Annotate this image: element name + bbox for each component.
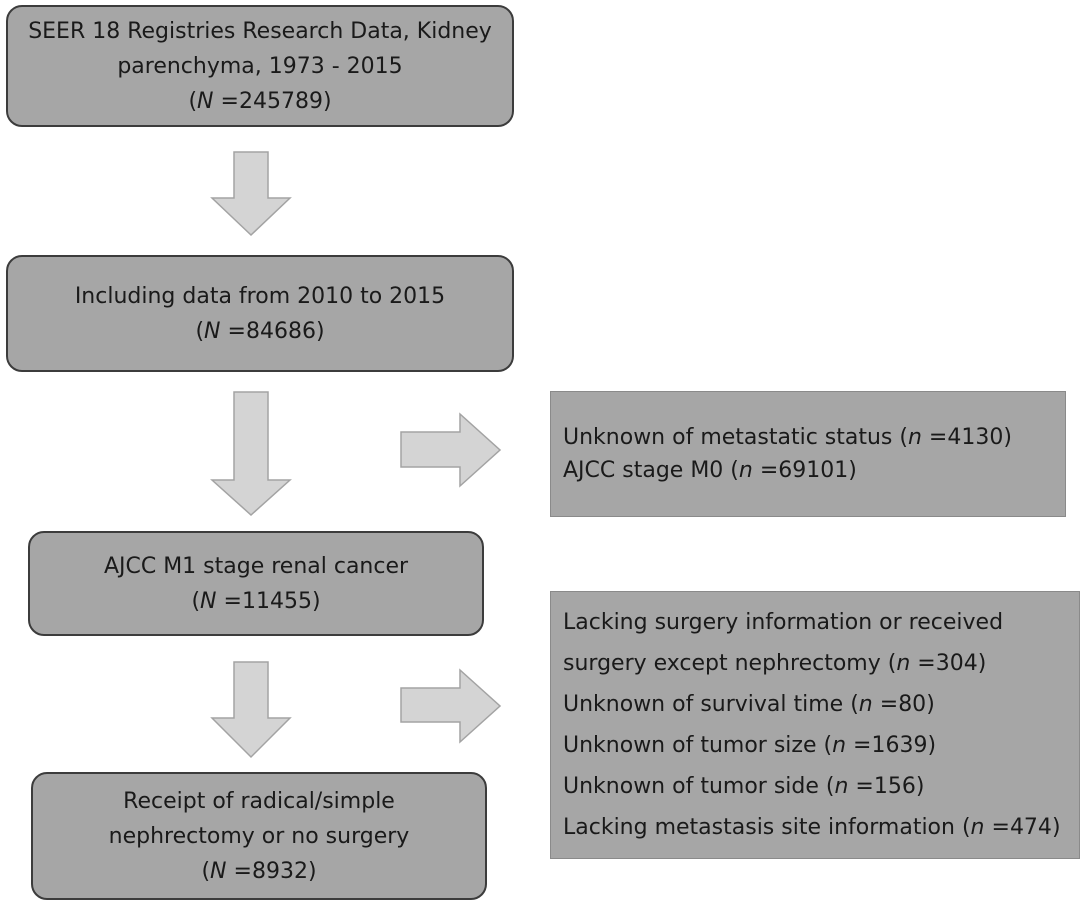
final-cohort-box: Receipt of radical/simple nephrectomy or… — [31, 772, 487, 900]
down-arrow-2 — [210, 391, 292, 517]
exclusion-lead: Lacking surgery information or received — [563, 610, 1004, 635]
final-cohort-line-2: nephrectomy or no surgery — [108, 823, 410, 849]
exclusion-item: AJCC stage M0 (n =69101) — [563, 458, 857, 483]
down-arrow-1 — [210, 151, 292, 237]
seer-line-1: SEER 18 Registries Research Data, Kidney — [28, 18, 492, 44]
exclusion-item: Unknown of metastatic status (n =4130) — [563, 425, 1012, 450]
right-arrow-1 — [400, 412, 502, 488]
exclusion-item: Lacking metastasis site information (n =… — [563, 815, 1061, 840]
year-filter-box: Including data from 2010 to 2015 (N =846… — [6, 255, 514, 372]
exclusion-item: Unknown of tumor side (n =156) — [563, 774, 925, 799]
exclusion-item: surgery except nephrectomy (n =304) — [563, 651, 987, 676]
exclusion-box-1: Unknown of metastatic status (n =4130) A… — [550, 391, 1066, 517]
seer-source-box: SEER 18 Registries Research Data, Kidney… — [6, 5, 514, 127]
m1-stage-label: AJCC M1 stage renal cancer — [103, 553, 409, 579]
m1-stage-count: (N =11455) — [191, 588, 321, 614]
m1-stage-box: AJCC M1 stage renal cancer (N =11455) — [28, 531, 484, 636]
seer-count: (N =245789) — [188, 88, 332, 114]
final-cohort-line-1: Receipt of radical/simple — [123, 788, 395, 814]
exclusion-item: Unknown of tumor size (n =1639) — [563, 733, 937, 758]
year-filter-count: (N =84686) — [195, 318, 325, 344]
right-arrow-2 — [400, 668, 502, 744]
down-arrow-3 — [210, 661, 292, 759]
exclusion-item: Unknown of survival time (n =80) — [563, 692, 935, 717]
year-filter-label: Including data from 2010 to 2015 — [74, 283, 446, 309]
exclusion-box-2: Lacking surgery information or received … — [550, 591, 1080, 859]
final-cohort-count: (N =8932) — [201, 858, 317, 884]
seer-line-2: parenchyma, 1973 - 2015 — [117, 53, 403, 79]
